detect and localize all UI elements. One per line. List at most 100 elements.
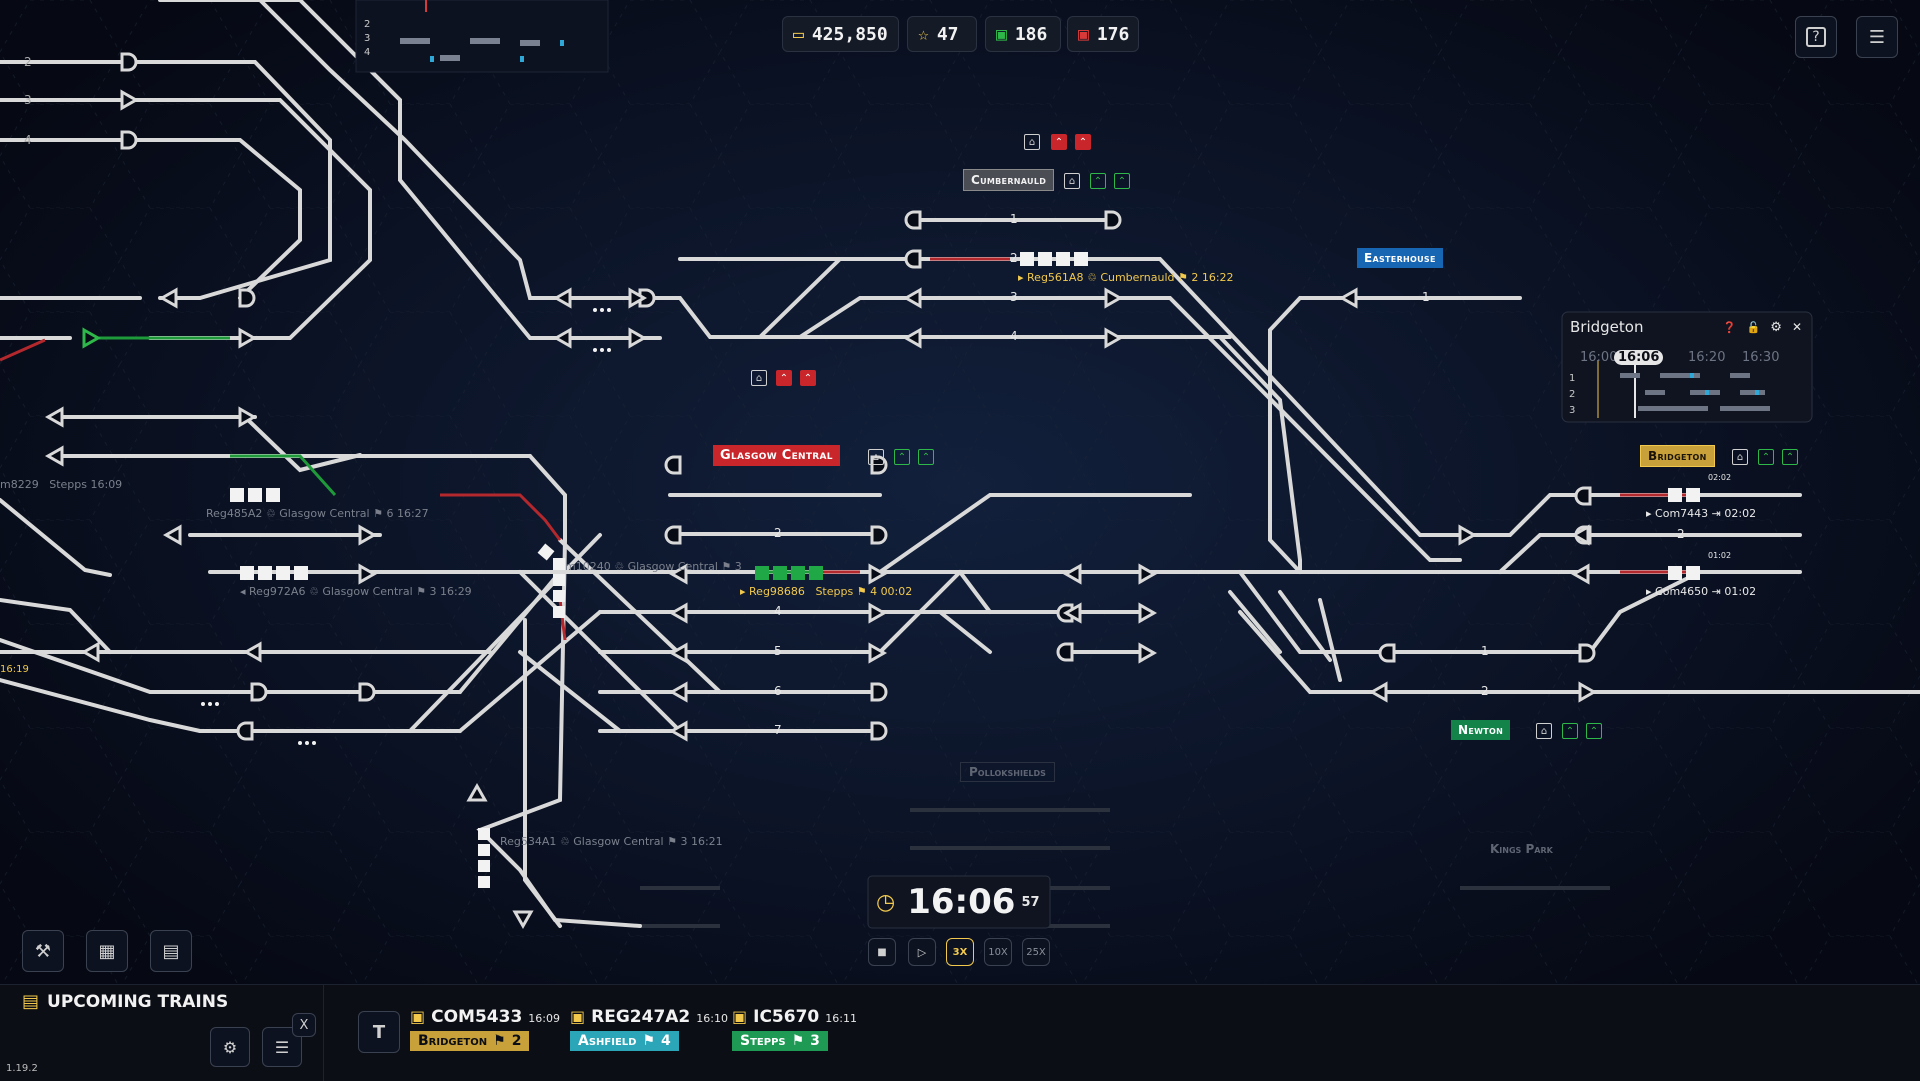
- bridgeton-row-labels: 1 2 3: [1569, 371, 1575, 419]
- train-time: 16:09: [90, 478, 123, 491]
- train-icon: ▣: [732, 1007, 748, 1026]
- train-label-reg534a1[interactable]: Reg534A1 ♲ Glasgow Central ⚑ 3 16:21: [500, 835, 723, 848]
- station-green-up-icon[interactable]: ⌃: [1782, 449, 1798, 465]
- worker-icon: ⚒: [34, 940, 52, 962]
- speed-3x-button[interactable]: 3X: [946, 938, 974, 966]
- help-button[interactable]: ?: [1795, 16, 1837, 58]
- row-label: 3: [1569, 405, 1576, 416]
- filter-key-button[interactable]: T: [358, 1011, 400, 1053]
- destination-platform: 3: [810, 1033, 820, 1049]
- list-icon: ☰: [1868, 26, 1886, 48]
- upcoming-title: Upcoming Trains: [47, 991, 229, 1012]
- close-icon[interactable]: ✕: [1791, 320, 1802, 334]
- station-kings-park[interactable]: Kings Park: [1490, 842, 1553, 856]
- station-green-up-icon[interactable]: ⌃: [1562, 723, 1578, 739]
- station-bridgeton[interactable]: Bridgeton: [1640, 445, 1715, 467]
- station-green-up-icon[interactable]: ⌃: [894, 449, 910, 465]
- station-building-icon[interactable]: ⌂: [1064, 173, 1080, 189]
- train-time: 16:29: [439, 585, 472, 598]
- destination-tag: Bridgeton ⚑ 2: [410, 1031, 530, 1051]
- time-tick: 16:20: [1688, 350, 1726, 365]
- clock-panel-bg: [867, 875, 1051, 929]
- track-number: 5: [774, 644, 782, 658]
- train-id: Com7443: [1655, 507, 1709, 520]
- train-timer: 01:02: [1708, 551, 1732, 560]
- construction-button[interactable]: ⚒: [22, 930, 64, 972]
- upcoming-train-card[interactable]: ▣ COM5433 16:09 Bridgeton ⚑ 2: [410, 1007, 560, 1051]
- station-green-up-icon[interactable]: ⌃: [1114, 173, 1130, 189]
- train-platform: 6: [386, 507, 394, 520]
- upcoming-trains-bar: ▤ Upcoming Trains ⚙ ☰ X T ▣ COM5433 16:0…: [0, 984, 1920, 1081]
- station-building-icon[interactable]: ⌂: [1732, 449, 1748, 465]
- track-number: 3: [24, 93, 32, 107]
- row-label: 1: [1569, 373, 1576, 384]
- station-building-icon[interactable]: ⌂: [868, 449, 884, 465]
- train-settings-button[interactable]: ⚙: [210, 1027, 250, 1067]
- train-icon: ▣: [570, 1007, 586, 1026]
- train-label-reg972a6[interactable]: ◂ Reg972A6 ♲ Glasgow Central ⚑ 3 16:29: [240, 585, 472, 598]
- track-number: 2: [1481, 684, 1489, 698]
- station-red-up-icon[interactable]: ⌃: [1075, 134, 1091, 150]
- green-signal-arrow: [82, 327, 102, 349]
- train-label-reg485a2[interactable]: Reg485A2 ♲ Glasgow Central ⚑ 6 16:27: [206, 507, 429, 520]
- station-red-up-icon[interactable]: ⌃: [1051, 134, 1067, 150]
- train-platform: 2: [1191, 271, 1199, 284]
- station-newton[interactable]: Newton: [1451, 720, 1511, 740]
- train-time: 16:09: [528, 1012, 560, 1025]
- station-easterhouse[interactable]: Easterhouse: [1357, 248, 1443, 268]
- train-destination: Glasgow Central: [279, 507, 370, 520]
- speed-25x-button[interactable]: 25X: [1022, 938, 1050, 966]
- divider: [323, 985, 324, 1081]
- row-label: 4: [364, 47, 371, 58]
- clock-time: 16:06: [907, 882, 1016, 922]
- lock-icon[interactable]: 🔓: [1746, 320, 1761, 334]
- play-button[interactable]: ▷: [908, 938, 936, 966]
- train-label-com4650[interactable]: ▸ Com4650 ⇥ 01:02: [1646, 585, 1757, 598]
- station-green-up-icon[interactable]: ⌃: [1090, 173, 1106, 189]
- station-green-up-icon[interactable]: ⌃: [1758, 449, 1774, 465]
- upcoming-train-card[interactable]: ▣ IC5670 16:11 Stepps ⚑ 3: [732, 1007, 857, 1051]
- track-number: 2: [774, 526, 782, 540]
- train-label-m10240[interactable]: m10240 ♲ Glasgow Central ⚑ 3: [565, 560, 742, 573]
- gear-icon[interactable]: ⚙: [1770, 319, 1782, 335]
- station-glasgow-central[interactable]: Glasgow Central: [713, 445, 840, 466]
- train-label-com7443[interactable]: ▸ Com7443 ⇥ 02:02: [1646, 507, 1757, 520]
- station-building-icon[interactable]: ⌂: [751, 370, 767, 386]
- station-cumbernauld[interactable]: Cumbernauld: [963, 169, 1055, 191]
- speed-10x-button[interactable]: 10X: [984, 938, 1012, 966]
- station-building-icon[interactable]: ⌂: [1536, 723, 1552, 739]
- station-red-up-icon[interactable]: ⌃: [800, 370, 816, 386]
- timetable-button[interactable]: ▤: [150, 930, 192, 972]
- station-green-up-icon[interactable]: ⌃: [1586, 723, 1602, 739]
- pause-button[interactable]: ■: [868, 938, 896, 966]
- track-number: 2: [1677, 527, 1685, 541]
- train-label-partial[interactable]: m8229 Stepps 16:09: [0, 478, 122, 491]
- station-green-up-icon[interactable]: ⌃: [918, 449, 934, 465]
- upcoming-train-card[interactable]: ▣ REG247A2 16:10 Ashfield ⚑ 4: [570, 1007, 728, 1051]
- train-label-reg561a8[interactable]: ▸ Reg561A8 ♲ Cumbernauld ⚑ 2 16:22: [1018, 271, 1234, 284]
- train-platform: 3: [680, 835, 688, 848]
- train-gear-icon: ⚙: [222, 1037, 238, 1057]
- station-red-up-icon[interactable]: ⌃: [776, 370, 792, 386]
- chip-button[interactable]: ▦: [86, 930, 128, 972]
- station-pollokshields[interactable]: Pollokshields: [960, 762, 1055, 782]
- train-id: COM5433: [431, 1007, 523, 1027]
- train-platform: 4: [870, 585, 878, 598]
- row-label: 3: [364, 33, 371, 44]
- station-building-icon[interactable]: ⌂: [1024, 134, 1040, 150]
- track-number: 1: [1481, 644, 1489, 658]
- stars-value: 47: [936, 23, 959, 45]
- stars-counter: ☆ 47: [907, 16, 977, 52]
- train-id: m10240: [565, 560, 611, 573]
- train-label-reg98686[interactable]: ▸ Reg98686 Stepps ⚑ 4 00:02: [740, 585, 913, 598]
- money-counter: ▭ 425,850: [782, 16, 899, 52]
- destination-tag: Stepps ⚑ 3: [732, 1031, 828, 1051]
- close-upcoming-button[interactable]: X: [292, 1013, 316, 1037]
- bridgeton-panel[interactable]: Bridgeton ❓ 🔓 ⚙ ✕: [1570, 314, 1810, 340]
- help-icon[interactable]: ❓: [1722, 320, 1737, 334]
- train-destination: Glasgow Central: [627, 560, 718, 573]
- train-platform: 3: [429, 585, 437, 598]
- panel-title: Bridgeton: [1570, 318, 1644, 336]
- menu-button[interactable]: ☰: [1856, 16, 1898, 58]
